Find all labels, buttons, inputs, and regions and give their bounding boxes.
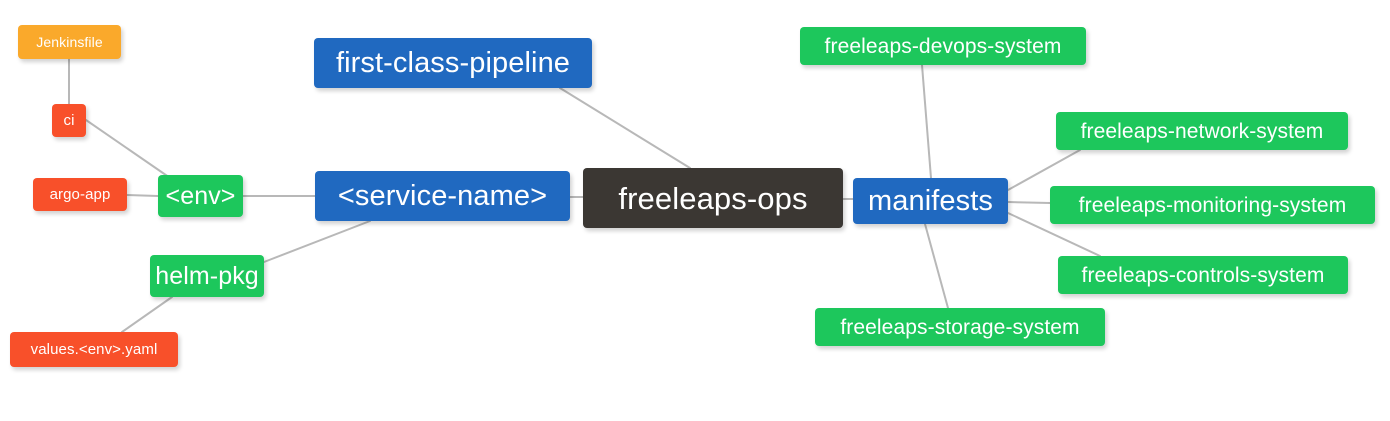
mindmap-node-manifests[interactable]: manifests — [853, 178, 1008, 224]
mindmap-edge — [121, 296, 173, 333]
mindmap-node-label: <service-name> — [337, 179, 548, 212]
mindmap-node-helm-pkg[interactable]: helm-pkg — [150, 255, 264, 297]
mindmap-node-label: helm-pkg — [155, 261, 259, 290]
mindmap-node-label: Jenkinsfile — [36, 34, 103, 50]
mindmap-node-label: values.<env>.yaml — [30, 341, 158, 358]
mindmap-node-label: freeleaps-monitoring-system — [1078, 193, 1347, 217]
mindmap-edge — [263, 220, 371, 263]
mindmap-node-label: argo-app — [49, 186, 111, 203]
mindmap-node-freeleaps-controls-system[interactable]: freeleaps-controls-system — [1058, 256, 1348, 294]
mindmap-node-jenkinsfile[interactable]: Jenkinsfile — [18, 25, 121, 59]
mindmap-edge — [1007, 201, 1051, 204]
mindmap-node-label: <env> — [165, 181, 236, 210]
mindmap-node-freeleaps-devops-system[interactable]: freeleaps-devops-system — [800, 27, 1086, 65]
mindmap-edge — [126, 194, 159, 197]
mindmap-node-label: freeleaps-ops — [618, 180, 808, 216]
mindmap-node-label: freeleaps-controls-system — [1081, 263, 1325, 287]
mindmap-node-values-env-yaml[interactable]: values.<env>.yaml — [10, 332, 178, 367]
mindmap-edge — [924, 223, 949, 309]
mindmap-edge — [85, 119, 177, 183]
mindmap-node-first-class-pipeline[interactable]: first-class-pipeline — [314, 38, 592, 88]
mindmap-node-label: first-class-pipeline — [335, 46, 571, 79]
mindmap-node-label: manifests — [868, 184, 993, 217]
mindmap-node-label: freeleaps-devops-system — [824, 34, 1062, 58]
mindmap-node-label: freeleaps-storage-system — [840, 315, 1080, 339]
mindmap-node-freeleaps-network-system[interactable]: freeleaps-network-system — [1056, 112, 1348, 150]
mindmap-node-freeleaps-monitoring-system[interactable]: freeleaps-monitoring-system — [1050, 186, 1375, 224]
mindmap-edge — [559, 87, 691, 169]
mindmap-edge — [1007, 149, 1081, 191]
mindmap-node-freeleaps-storage-system[interactable]: freeleaps-storage-system — [815, 308, 1105, 346]
mindmap-node-freeleaps-ops[interactable]: freeleaps-ops — [583, 168, 843, 228]
mindmap-edge — [921, 64, 932, 179]
mindmap-node-label: freeleaps-network-system — [1080, 119, 1324, 143]
mindmap-node-argo-app[interactable]: argo-app — [33, 178, 127, 211]
mindmap-node-ci[interactable]: ci — [52, 104, 86, 137]
mindmap-node-env[interactable]: <env> — [158, 175, 243, 217]
mindmap-node-service-name[interactable]: <service-name> — [315, 171, 570, 221]
mindmap-node-label: ci — [63, 112, 75, 129]
